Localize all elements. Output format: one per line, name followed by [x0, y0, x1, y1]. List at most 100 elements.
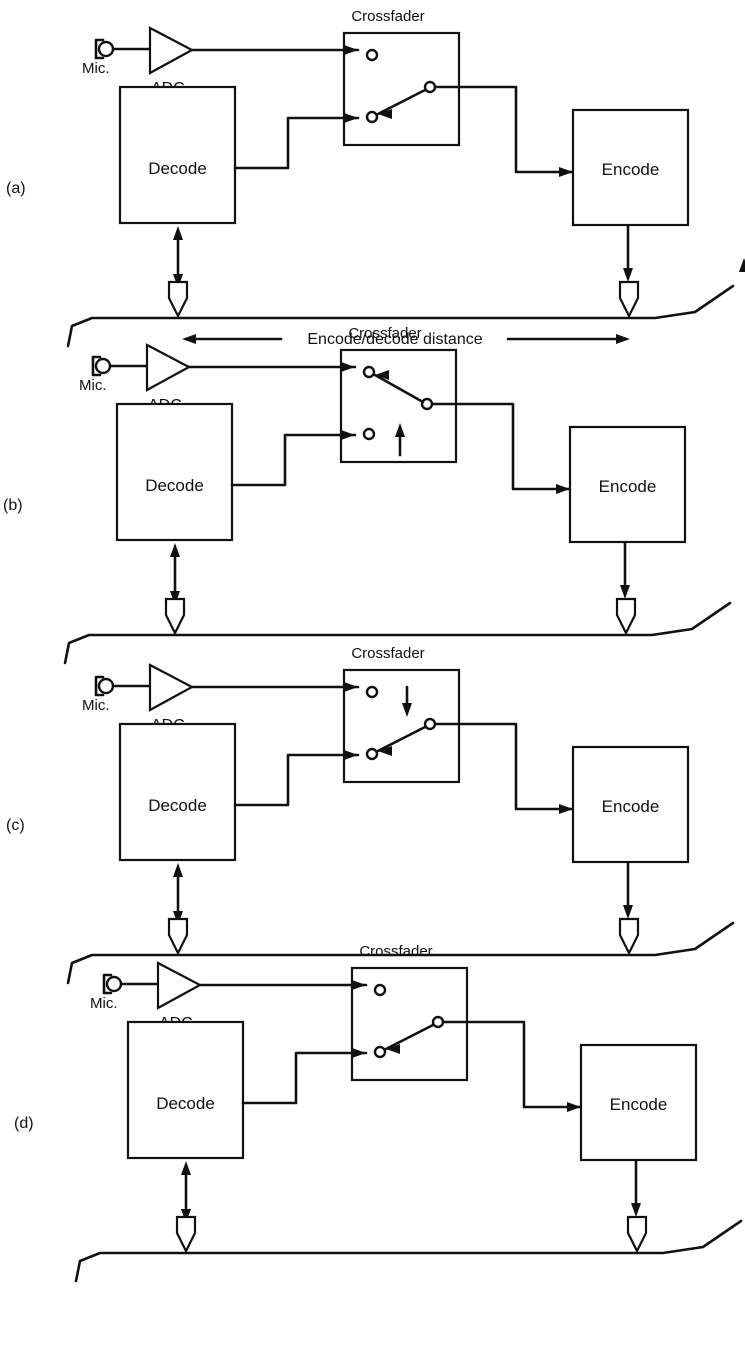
crossfader-input-decode — [365, 747, 379, 761]
arrowhead-encode-in — [567, 1102, 581, 1112]
switch-arm — [376, 725, 427, 753]
encode-box — [568, 425, 687, 544]
crossfader-box — [350, 966, 469, 1082]
crossfader-output — [420, 397, 434, 411]
panel-tag: (c) — [6, 817, 25, 834]
crossfader-to-encode-line — [430, 402, 572, 491]
encode-box — [571, 108, 690, 227]
arrowhead-adc-in — [341, 362, 355, 372]
arrowhead-decode-in — [344, 750, 358, 760]
replay-head-icon — [164, 597, 186, 636]
adc-triangle — [156, 961, 203, 1010]
crossfader-input-mic — [365, 685, 379, 699]
mic-label: Mic. — [79, 377, 107, 394]
crossfader-box — [342, 31, 461, 147]
distance-arrowhead-left — [182, 334, 196, 344]
adc-triangle — [148, 663, 195, 712]
mic-icon — [97, 40, 115, 58]
crossfader-output — [423, 717, 437, 731]
decode-label: Decode — [145, 476, 204, 495]
arrowhead-decode-in — [352, 1048, 366, 1058]
mic-icon — [97, 677, 115, 695]
crossfader-label: Crossfader — [348, 325, 421, 342]
decode-link-arrowhead-up — [173, 863, 183, 877]
crossfader-label: Crossfader — [351, 645, 424, 662]
decode-box — [118, 722, 237, 862]
mic-label: Mic. — [90, 995, 118, 1012]
decode-to-crossfader-line — [241, 1051, 368, 1105]
decode-to-crossfader-line — [230, 433, 357, 487]
distance-arrowhead-right — [616, 334, 630, 344]
arrowhead-encode-in — [559, 167, 573, 177]
encode-link-arrowhead — [623, 905, 633, 919]
replay-head-icon — [167, 280, 189, 319]
crossfader-box — [342, 668, 461, 784]
decode-to-crossfader-line — [233, 116, 360, 170]
crossfader-input-mic — [373, 983, 387, 997]
replay-head-icon — [175, 1215, 197, 1254]
decode-link-arrowhead-up — [181, 1161, 191, 1175]
decode-label: Decode — [148, 796, 207, 815]
mic-icon — [105, 975, 123, 993]
mic-icon — [94, 357, 112, 375]
crossfader-to-encode-line — [441, 1020, 583, 1109]
switch-arm — [376, 88, 427, 116]
fade-down-arrowhead — [402, 703, 412, 717]
mic-body — [94, 675, 105, 697]
mic-body — [102, 973, 113, 995]
crossfader-input-mic — [362, 365, 376, 379]
decode-to-crossfader-line — [233, 753, 360, 807]
mic-body — [91, 355, 102, 377]
crossfader-input-mic — [365, 48, 379, 62]
crossfader-label: Crossfader — [359, 943, 432, 960]
crossfader-output — [431, 1015, 445, 1029]
tape-path — [66, 921, 735, 985]
switch-arm — [373, 373, 425, 404]
crossfader-box — [339, 348, 458, 464]
switch-arrowhead — [375, 370, 389, 380]
crossfader-to-encode-line — [433, 722, 575, 811]
tape-path — [74, 1219, 743, 1283]
crossfader-output — [423, 80, 437, 94]
encode-label: Encode — [599, 477, 657, 496]
crossfader-to-encode-line — [433, 85, 575, 174]
adc-triangle — [148, 26, 195, 75]
crossfader-input-decode — [362, 427, 376, 441]
encode-box — [579, 1043, 698, 1162]
tape-direction-arrowhead — [739, 258, 745, 272]
panels: (a)CrossfaderMic.ADCDecodeEncodeEncode/d… — [3, 8, 745, 1283]
arrowhead-adc-in — [344, 682, 358, 692]
arrowhead-encode-in — [556, 484, 570, 494]
tape-path — [66, 284, 735, 348]
decode-label: Decode — [156, 1094, 215, 1113]
encode-link-arrowhead — [620, 585, 630, 599]
fade-up-arrowhead — [395, 423, 405, 437]
switch-arm — [384, 1023, 435, 1051]
panel-tag: (a) — [6, 180, 26, 197]
switch-arrowhead — [378, 746, 392, 756]
crossfader-label: Crossfader — [351, 8, 424, 25]
adc-triangle — [145, 343, 192, 392]
crossfader-input-decode — [365, 110, 379, 124]
panel-tag: (d) — [14, 1115, 34, 1132]
decode-box — [118, 85, 237, 225]
arrowhead-encode-in — [559, 804, 573, 814]
arrowhead-adc-in — [344, 45, 358, 55]
mic-label: Mic. — [82, 60, 110, 77]
tape-path — [63, 601, 732, 665]
encode-box — [571, 745, 690, 864]
encode-label: Encode — [602, 160, 660, 179]
record-head-icon — [618, 280, 640, 319]
crossfader-input-decode — [373, 1045, 387, 1059]
encode-link-arrowhead — [631, 1203, 641, 1217]
encode-label: Encode — [610, 1095, 668, 1114]
replay-head-icon — [167, 917, 189, 956]
encode-link-arrowhead — [623, 268, 633, 282]
arrowhead-decode-in — [344, 113, 358, 123]
mic-label: Mic. — [82, 697, 110, 714]
record-head-icon — [618, 917, 640, 956]
switch-arrowhead — [378, 109, 392, 119]
decode-link-arrowhead-up — [170, 543, 180, 557]
